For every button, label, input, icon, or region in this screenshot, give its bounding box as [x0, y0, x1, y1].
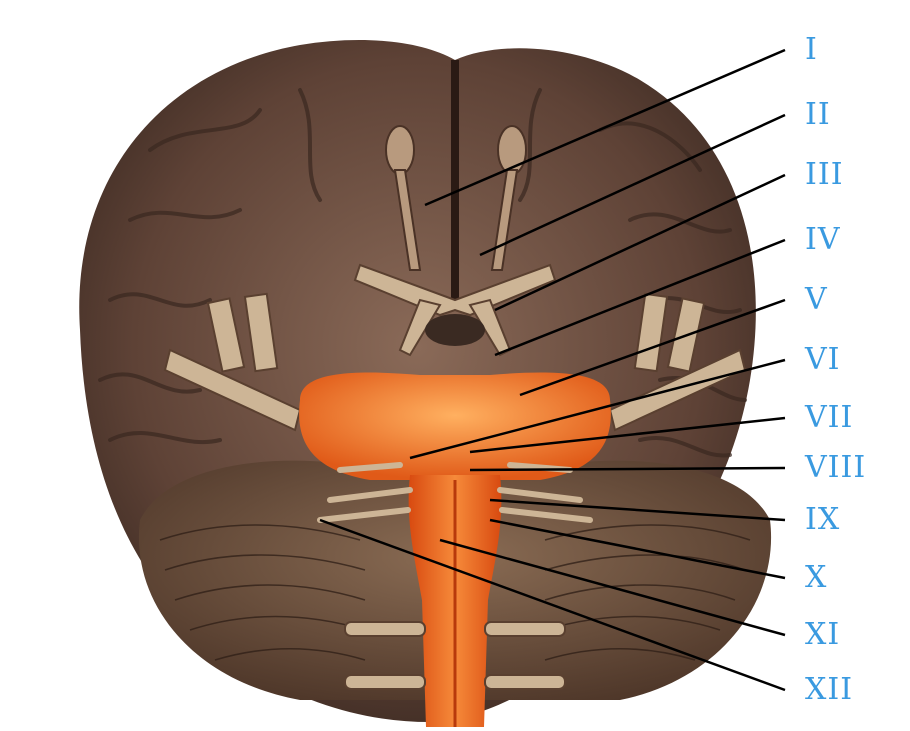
label-cranial-nerve-xi: XI [805, 620, 840, 650]
label-cranial-nerve-v: V [805, 285, 828, 315]
pituitary-stalk [425, 314, 485, 346]
pons [299, 373, 611, 480]
label-cranial-nerve-vi: VI [805, 345, 841, 375]
label-cranial-nerve-i: I [805, 35, 818, 65]
label-cranial-nerve-iv: IV [805, 225, 841, 255]
label-cranial-nerve-x: X [805, 563, 827, 593]
label-cranial-nerve-viii: VIII [805, 453, 866, 483]
label-cranial-nerve-vii: VII [805, 403, 853, 433]
label-cranial-nerve-ii: II [805, 100, 831, 130]
label-cranial-nerve-iii: III [805, 160, 844, 190]
label-cranial-nerve-xii: XII [805, 675, 853, 705]
label-cranial-nerve-ix: IX [805, 505, 840, 535]
